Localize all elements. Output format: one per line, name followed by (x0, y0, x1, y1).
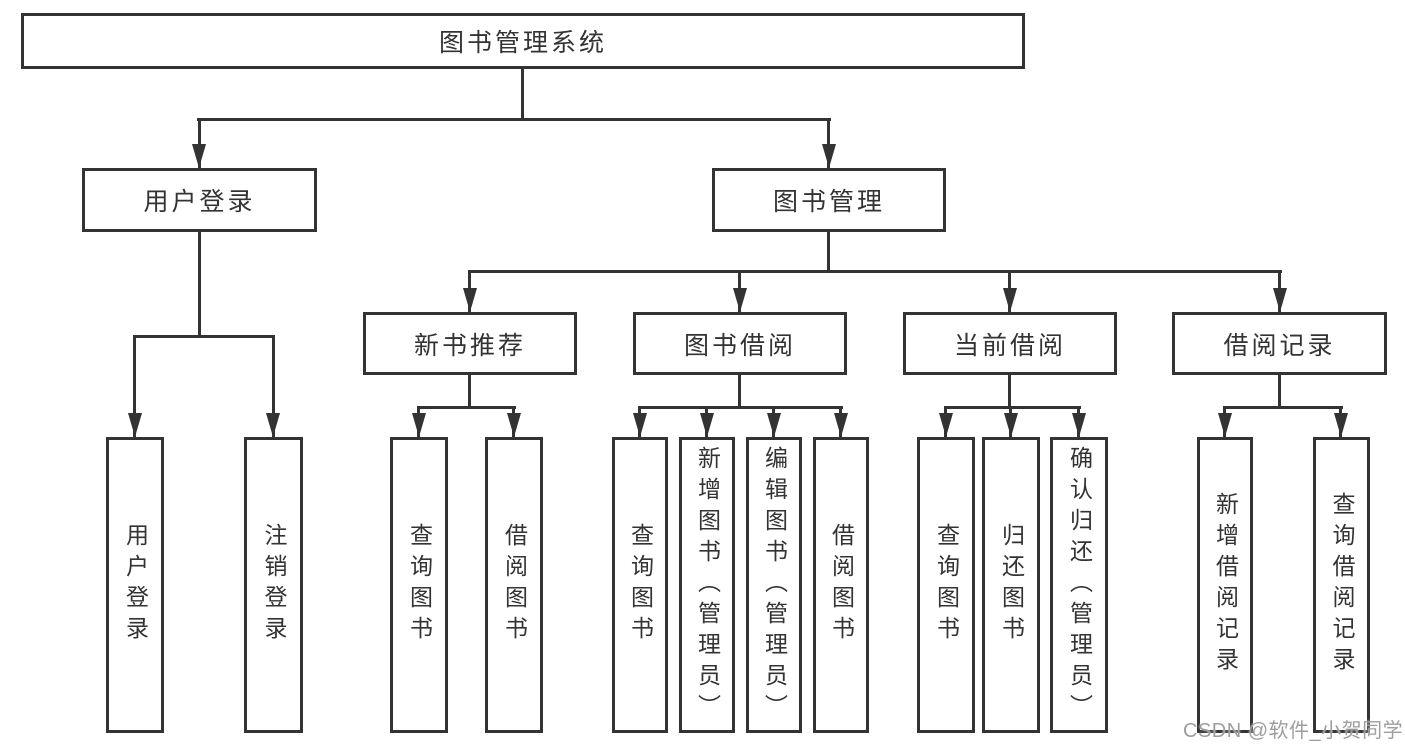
leaf-query-books-borrow: 查询图书 (612, 437, 668, 733)
leaf-confirm-return-admin-label: 确认归还（管理员） (1066, 445, 1093, 725)
node-root: 图书管理系统 (21, 13, 1025, 69)
leaf-user-login-label: 用户登录 (122, 523, 149, 647)
node-book-borrow: 图书借阅 (633, 312, 847, 375)
arrowhead-leaf-logout (266, 413, 280, 437)
connector-root-split (197, 118, 831, 121)
node-borrow-record: 借阅记录 (1172, 312, 1387, 375)
leaf-borrow-books-recommend-label: 借阅图书 (501, 523, 528, 647)
node-book-management-label: 图书管理 (772, 188, 885, 216)
connector-current-borrow-split (944, 406, 1081, 409)
arrowhead-leaf-confirm-return (1072, 413, 1086, 437)
arrowhead-leaf-query-borrow (633, 413, 647, 437)
csdn-watermark: CSDN @软件_小贺同学 (1183, 720, 1404, 742)
arrowhead-leaf-borrow-recommend (507, 413, 521, 437)
connector-book-management-stem (827, 230, 830, 273)
arrowhead-leaf-query-record (1334, 413, 1348, 437)
leaf-query-books-recommend-label: 查询图书 (406, 523, 433, 647)
connector-to-leaf-logout (272, 335, 275, 437)
leaf-add-book-admin: 新增图书（管理员） (679, 437, 735, 733)
node-root-label: 图书管理系统 (438, 29, 607, 57)
connector-borrow-record-split (1223, 406, 1343, 409)
arrowhead-borrow-record (1273, 288, 1287, 312)
leaf-edit-book-admin: 编辑图书（管理员） (746, 437, 802, 733)
leaf-return-books: 归还图书 (982, 437, 1040, 733)
connector-new-book-recommend-split (417, 406, 516, 409)
arrowhead-leaf-return-books (1004, 413, 1018, 437)
leaf-borrow-books-recommend: 借阅图书 (485, 437, 543, 733)
connector-root-stem (521, 66, 524, 121)
arrowhead-leaf-add-book (700, 413, 714, 437)
arrowhead-leaf-add-record (1218, 413, 1232, 437)
node-current-borrow: 当前借阅 (903, 312, 1117, 375)
connector-user-login-stem (198, 230, 201, 338)
arrowhead-new-book-recommend (463, 288, 477, 312)
leaf-edit-book-admin-label: 编辑图书（管理员） (761, 445, 788, 725)
leaf-query-books-recommend: 查询图书 (390, 437, 448, 733)
node-user-login: 用户登录 (82, 168, 317, 232)
leaf-user-login: 用户登录 (106, 437, 164, 733)
arrowhead-leaf-query-current (939, 413, 953, 437)
arrowhead-current-borrow (1003, 288, 1017, 312)
connector-book-borrow-split (638, 406, 843, 409)
node-new-book-recommend: 新书推荐 (363, 312, 577, 375)
arrowhead-leaf-edit-book (767, 413, 781, 437)
leaf-logout-label: 注销登录 (261, 523, 287, 647)
connector-to-leaf-user-login (133, 335, 136, 437)
leaf-query-books-current: 查询图书 (917, 437, 975, 733)
leaf-add-borrow-record: 新增借阅记录 (1197, 437, 1253, 733)
arrowhead-book-borrow (733, 288, 747, 312)
leaf-query-borrow-record-label: 查询借阅记录 (1329, 492, 1355, 678)
connector-to-book-management (827, 118, 830, 168)
arrowhead-leaf-user-login (128, 413, 142, 437)
arrowhead-leaf-borrow-books (834, 413, 848, 437)
leaf-logout: 注销登录 (244, 437, 303, 733)
leaf-query-books-borrow-label: 查询图书 (627, 523, 654, 647)
connector-current-borrow-stem (1008, 373, 1011, 409)
node-current-borrow-label: 当前借阅 (953, 331, 1066, 360)
leaf-add-book-admin-label: 新增图书（管理员） (694, 445, 721, 725)
leaf-query-borrow-record: 查询借阅记录 (1313, 437, 1370, 733)
connector-to-user-login (198, 118, 201, 168)
leaf-borrow-books: 借阅图书 (813, 437, 869, 733)
leaf-borrow-books-label: 借阅图书 (828, 523, 855, 647)
leaf-query-books-current-label: 查询图书 (933, 523, 960, 647)
leaf-return-books-label: 归还图书 (998, 523, 1025, 647)
connector-book-management-split (468, 270, 1282, 273)
connector-new-book-recommend-stem (468, 373, 471, 409)
node-user-login-label: 用户登录 (143, 188, 256, 216)
node-borrow-record-label: 借阅记录 (1223, 331, 1336, 360)
connector-borrow-record-stem (1278, 373, 1281, 409)
connector-book-borrow-stem (738, 373, 741, 409)
node-new-book-recommend-label: 新书推荐 (413, 331, 526, 360)
leaf-add-borrow-record-label: 新增借阅记录 (1212, 492, 1239, 678)
node-book-management: 图书管理 (712, 168, 946, 232)
arrowhead-book-management (822, 144, 836, 168)
node-book-borrow-label: 图书借阅 (683, 331, 796, 360)
arrowhead-user-login (192, 144, 206, 168)
connector-user-login-split (133, 335, 275, 338)
leaf-confirm-return-admin: 确认归还（管理员） (1050, 437, 1108, 733)
arrowhead-leaf-query-recommend (412, 413, 426, 437)
